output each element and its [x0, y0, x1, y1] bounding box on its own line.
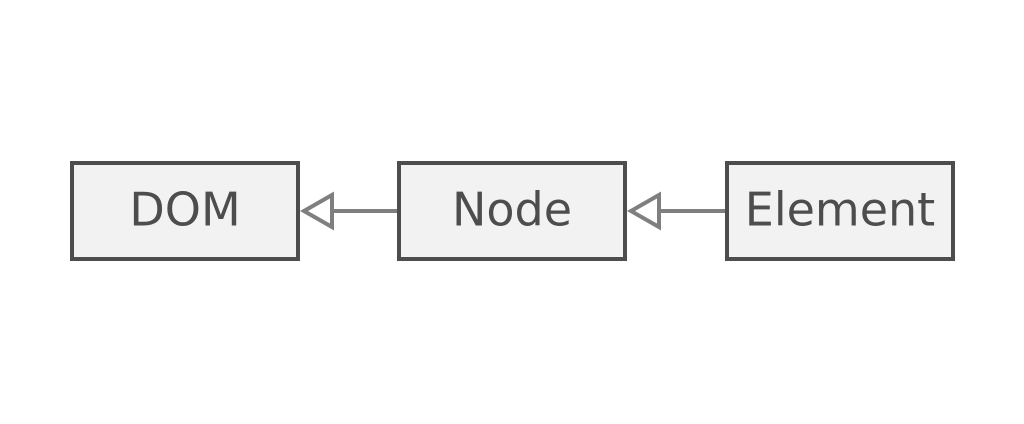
node-dom[interactable]: DOM — [70, 161, 300, 261]
node-node[interactable]: Node — [397, 161, 627, 261]
node-dom-box — [70, 161, 300, 261]
node-node-label: Node — [452, 183, 572, 237]
node-element-label: Element — [745, 183, 935, 237]
edge-node-to-dom-arrowhead — [299, 191, 334, 231]
node-element-box — [725, 161, 955, 261]
node-element[interactable]: Element — [725, 161, 955, 261]
edge-node-to-dom — [299, 191, 399, 231]
edge-element-to-node — [626, 191, 727, 231]
node-node-box — [397, 161, 627, 261]
node-dom-label: DOM — [129, 183, 240, 237]
edge-element-to-node-arrowhead — [626, 191, 661, 231]
